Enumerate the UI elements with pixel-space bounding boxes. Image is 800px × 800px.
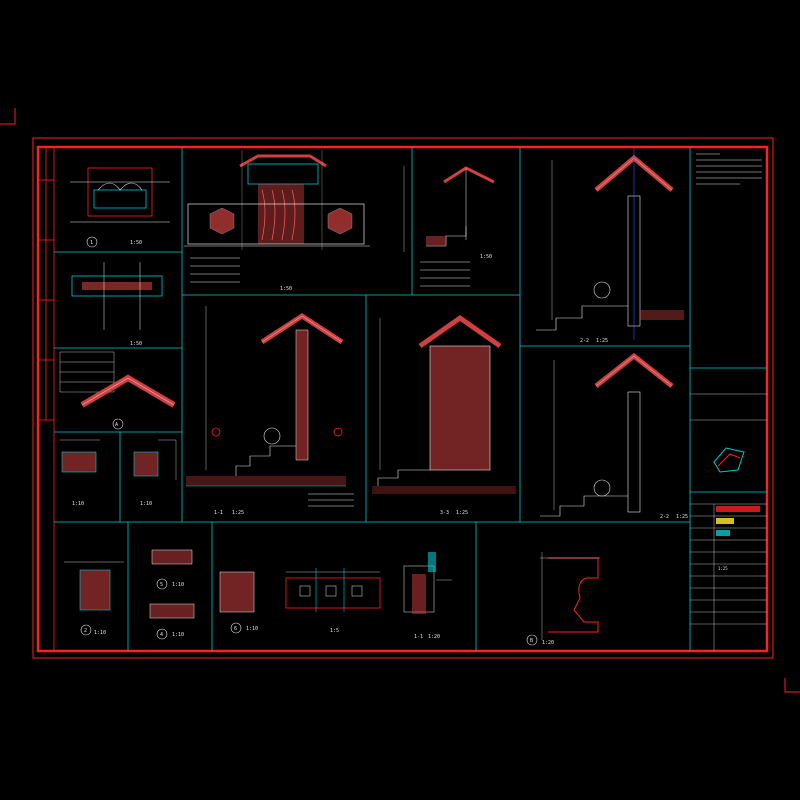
company-logo — [713, 447, 745, 473]
drawing-number-highlight — [716, 530, 730, 536]
detail-number: A — [115, 422, 118, 428]
left-info-strip — [37, 146, 55, 652]
view-scale-caption: 1:50 — [130, 341, 142, 347]
view-scale-caption: 1:50 — [480, 254, 492, 260]
view-scale-caption: 1:20 — [542, 640, 554, 646]
section-mark: 2-2 — [660, 514, 669, 520]
detail-callout-1 — [86, 236, 98, 248]
project-title-highlight — [716, 506, 760, 512]
section-2-2-lower: 2-2 1:25 — [540, 352, 688, 520]
front-elevation-notes — [190, 257, 240, 283]
door-plan-view: 1 1:50 — [70, 167, 170, 248]
view-scale-caption: 1:25 — [596, 338, 608, 344]
front-elevation: 1:50 — [184, 150, 370, 292]
section-mark: 1-1 — [414, 634, 423, 640]
section-1-1-notes — [308, 493, 354, 507]
view-scale-caption: 1:10 — [246, 626, 258, 632]
roof-ridge-detail: A — [80, 374, 176, 430]
side-elevation-small: 1:50 — [403, 166, 495, 260]
view-scale-caption: 1:10 — [172, 582, 184, 588]
eave-detail-small-1: 1:10 — [60, 439, 100, 507]
door-plan-view-2: 1:50 — [71, 262, 163, 347]
section-2-2-upper: 2-2 1:25 — [536, 148, 684, 344]
inner-frame — [36, 145, 769, 653]
view-scale-caption: 1:10 — [94, 630, 106, 636]
outer-frame — [32, 137, 774, 659]
section-1-1-small: 1-1 1:20 — [403, 552, 452, 640]
view-scale-caption: 1:50 — [130, 240, 142, 246]
material-legend — [59, 351, 115, 393]
view-scale-caption: 1:10 — [140, 501, 152, 507]
detail-number: 1 — [90, 240, 93, 246]
view-scale-caption: 1:20 — [428, 634, 440, 640]
section-3-3: 3-3 1:25 — [372, 314, 516, 516]
view-scale-caption: 1:25 — [676, 514, 688, 520]
view-scale-caption: 1:5 — [330, 628, 339, 634]
eave-detail-small-2: 1:10 — [133, 439, 177, 507]
post-cap-detail-6: 6 1:10 — [219, 571, 258, 634]
section-mark: 1-1 — [214, 510, 223, 516]
general-notes-block — [696, 153, 762, 185]
side-elevation-notes — [420, 261, 470, 287]
detail-number: 6 — [234, 626, 237, 632]
view-scale-caption: 1:25 — [456, 510, 468, 516]
title-block-scale: 1:25 — [718, 566, 728, 571]
section-1-1: 1-1 1:25 — [186, 306, 346, 516]
foundation-detail: 2 1:10 — [64, 561, 124, 636]
detail-number: B — [530, 638, 533, 644]
moulding-profile-detail: B 1:20 — [526, 552, 600, 646]
title-block — [690, 393, 767, 651]
view-scale-caption: 1:50 — [280, 286, 292, 292]
drawing-title-highlight — [716, 518, 734, 524]
section-mark: 3-3 — [440, 510, 449, 516]
panel-grid — [54, 147, 767, 651]
crop-marks — [0, 108, 800, 693]
profile-detail-4: 4 1:10 — [149, 603, 195, 640]
profile-detail-5: 5 1:10 — [151, 549, 193, 590]
panel-elevation-detail: 1:5 — [285, 568, 381, 634]
view-scale-caption: 1:25 — [232, 510, 244, 516]
section-mark: 2-2 — [580, 338, 589, 344]
view-scale-caption: 1:10 — [172, 632, 184, 638]
detail-number: 5 — [160, 582, 163, 588]
detail-number: 4 — [160, 632, 163, 638]
detail-number: 2 — [84, 628, 87, 634]
view-scale-caption: 1:10 — [72, 501, 84, 507]
